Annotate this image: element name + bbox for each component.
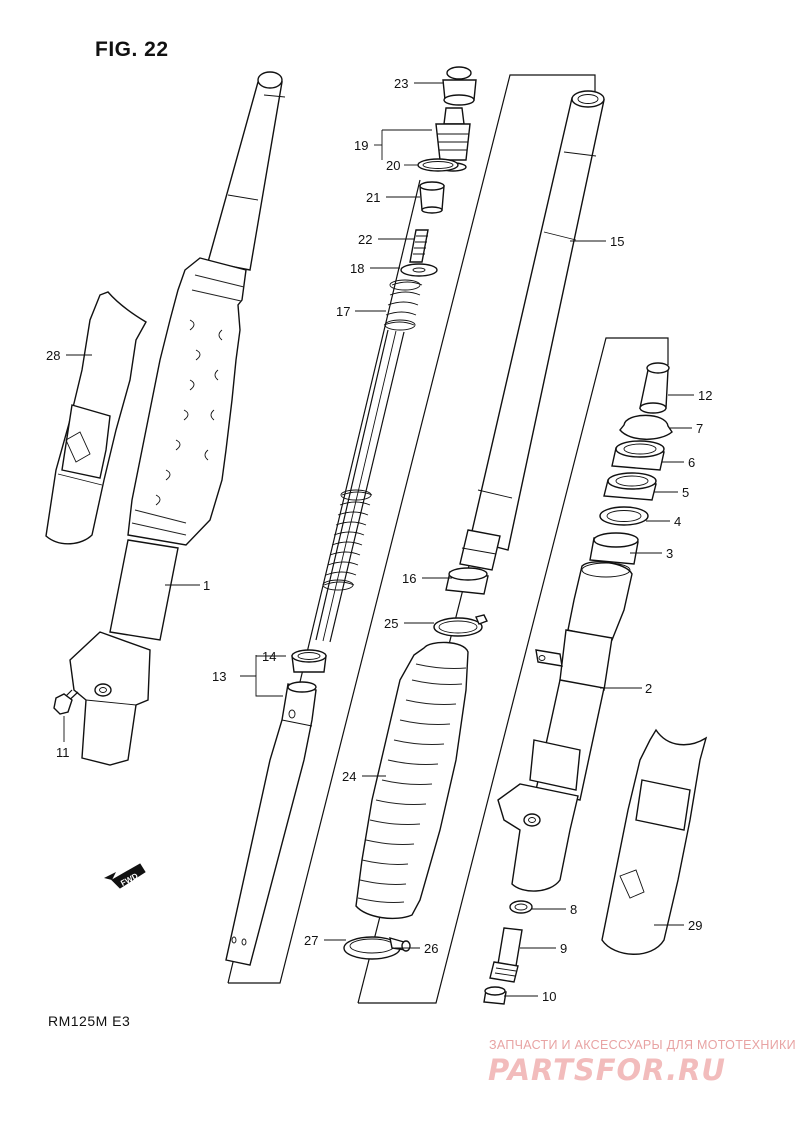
- callout-2: 2: [645, 681, 652, 696]
- part-15-inner-tube: [459, 90, 605, 571]
- watermark-logo: PARTSFOR.RU: [488, 1053, 726, 1087]
- part-27-clamp: [343, 936, 401, 960]
- callout-29: 29: [688, 918, 702, 933]
- callout-12: 12: [698, 388, 712, 403]
- part-25-clamp: [433, 614, 488, 637]
- part-20-o-ring: [417, 158, 459, 172]
- callout-18: 18: [350, 261, 364, 276]
- part-16-bushing: [445, 567, 489, 595]
- part-14-ring: [291, 649, 327, 673]
- part-18-washer: [400, 263, 438, 277]
- part-26-clamp-screw: [389, 937, 411, 952]
- callout-15: 15: [610, 234, 624, 249]
- callout-13: 13: [212, 669, 226, 684]
- callout-21: 21: [366, 190, 380, 205]
- callout-25: 25: [384, 616, 398, 631]
- callout-24: 24: [342, 769, 356, 784]
- part-29-fork-guard: [601, 728, 708, 955]
- callout-1: 1: [203, 578, 210, 593]
- callout-20: 20: [386, 158, 400, 173]
- callout-27: 27: [304, 933, 318, 948]
- part-28-fork-guard: [45, 291, 147, 545]
- part-3-bushing: [589, 532, 639, 565]
- part-12-bushing: [639, 362, 670, 414]
- fwd-arrow: FWD: [104, 863, 146, 889]
- part-6-oil-seal: [611, 440, 665, 471]
- callout-labels: 1 2 3 4 5 6 7 8 9 10 11 12 13 14 15 16 1…: [46, 76, 712, 1004]
- part-17-rebound-spring: [383, 279, 423, 331]
- callout-5: 5: [682, 485, 689, 500]
- part-11-bolt: [53, 689, 79, 715]
- part-13-damper-cylinder: [225, 681, 317, 966]
- callout-10: 10: [542, 989, 556, 1004]
- callout-19: 19: [354, 138, 368, 153]
- part-7-stopper-ring: [619, 414, 673, 440]
- part-10-washer: [483, 986, 507, 1005]
- part-4-washer: [599, 506, 649, 526]
- part-21-nut: [419, 181, 445, 214]
- model-label: RM125M E3: [48, 1013, 131, 1029]
- part-19-bolt-assembly: [435, 107, 471, 172]
- callout-23: 23: [394, 76, 408, 91]
- callout-14: 14: [262, 649, 276, 664]
- part-8-o-ring: [509, 900, 533, 914]
- figure-title: FIG. 22: [95, 38, 169, 61]
- part-9-center-bolt: [489, 927, 523, 983]
- callout-16: 16: [402, 571, 416, 586]
- callout-17: 17: [336, 304, 350, 319]
- callout-28: 28: [46, 348, 60, 363]
- callout-11: 11: [56, 745, 70, 760]
- part-5-washer: [603, 472, 657, 501]
- part-2-outer-tube: [497, 561, 633, 892]
- callout-6: 6: [688, 455, 695, 470]
- part-23-cap: [442, 66, 477, 106]
- callout-8: 8: [570, 902, 577, 917]
- callout-7: 7: [696, 421, 703, 436]
- callout-22: 22: [358, 232, 372, 247]
- part-22-rod-threaded: [409, 229, 429, 263]
- watermark-tagline: ЗАПЧАСТИ И АКСЕССУАРЫ ДЛЯ МОТОТЕХНИКИ: [489, 1038, 796, 1052]
- callout-9: 9: [560, 941, 567, 956]
- callout-4: 4: [674, 514, 681, 529]
- part-1-fork-assembly: [69, 71, 286, 766]
- callout-3: 3: [666, 546, 673, 561]
- leader-lines: [63, 82, 694, 997]
- callout-26: 26: [424, 941, 438, 956]
- part-24-fork-boot: [355, 641, 469, 920]
- damper-rod: [315, 329, 405, 643]
